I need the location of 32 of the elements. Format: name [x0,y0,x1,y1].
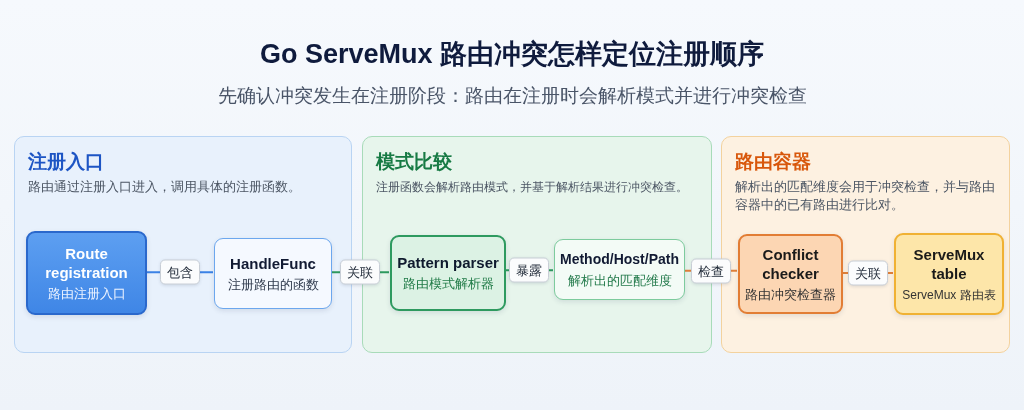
panel-description: 解析出的匹配维度会用于冲突检查，并与路由容器中的已有路由进行比对。 [735,178,996,214]
panel-description: 路由通过注册入口进入，调用具体的注册函数。 [28,178,301,196]
node-subtitle: 路由注册入口 [47,285,126,303]
edge-label: 暴露 [509,257,549,283]
subtitle: 先确认冲突发生在注册阶段：路由在注册时会解析模式并进行冲突检查 [217,84,807,108]
panel-title: 模式比较 [376,150,452,174]
title: Go ServeMux 路由冲突怎样定位注册顺序 [259,38,765,71]
process-box [894,233,1004,315]
process-box [554,239,685,300]
node-title: Conflict checker [761,244,820,283]
panel-title: 路由容器 [735,150,811,174]
node-subtitle: ServeMux 路由表 [902,286,996,304]
edge-label: 关联 [340,259,380,285]
node-title: Pattern parser [397,253,499,272]
node-title: Route registration [44,243,129,282]
panel-description: 注册函数会解析路由模式，并基于解析结果进行冲突检查。 [376,179,688,196]
section-panel [362,136,712,353]
node-subtitle: 解析出的匹配维度 [567,272,672,290]
process-box [738,234,843,314]
edge-label: 包含 [159,259,200,285]
node-subtitle: 注册路由的函数 [227,276,319,294]
node-title: ServeMux table [912,244,986,283]
node-subtitle: 路由冲突检查器 [745,286,836,304]
node-subtitle: 路由模式解析器 [402,276,494,293]
edge-label: 检查 [690,258,731,284]
node-title: HandleFunc [230,253,316,273]
process-box [26,231,147,315]
node-title: Method/Host/Path [560,249,679,269]
panel-title: 注册入口 [28,150,104,174]
edge-label: 关联 [847,260,888,286]
process-box [214,238,332,309]
process-box [390,235,506,311]
